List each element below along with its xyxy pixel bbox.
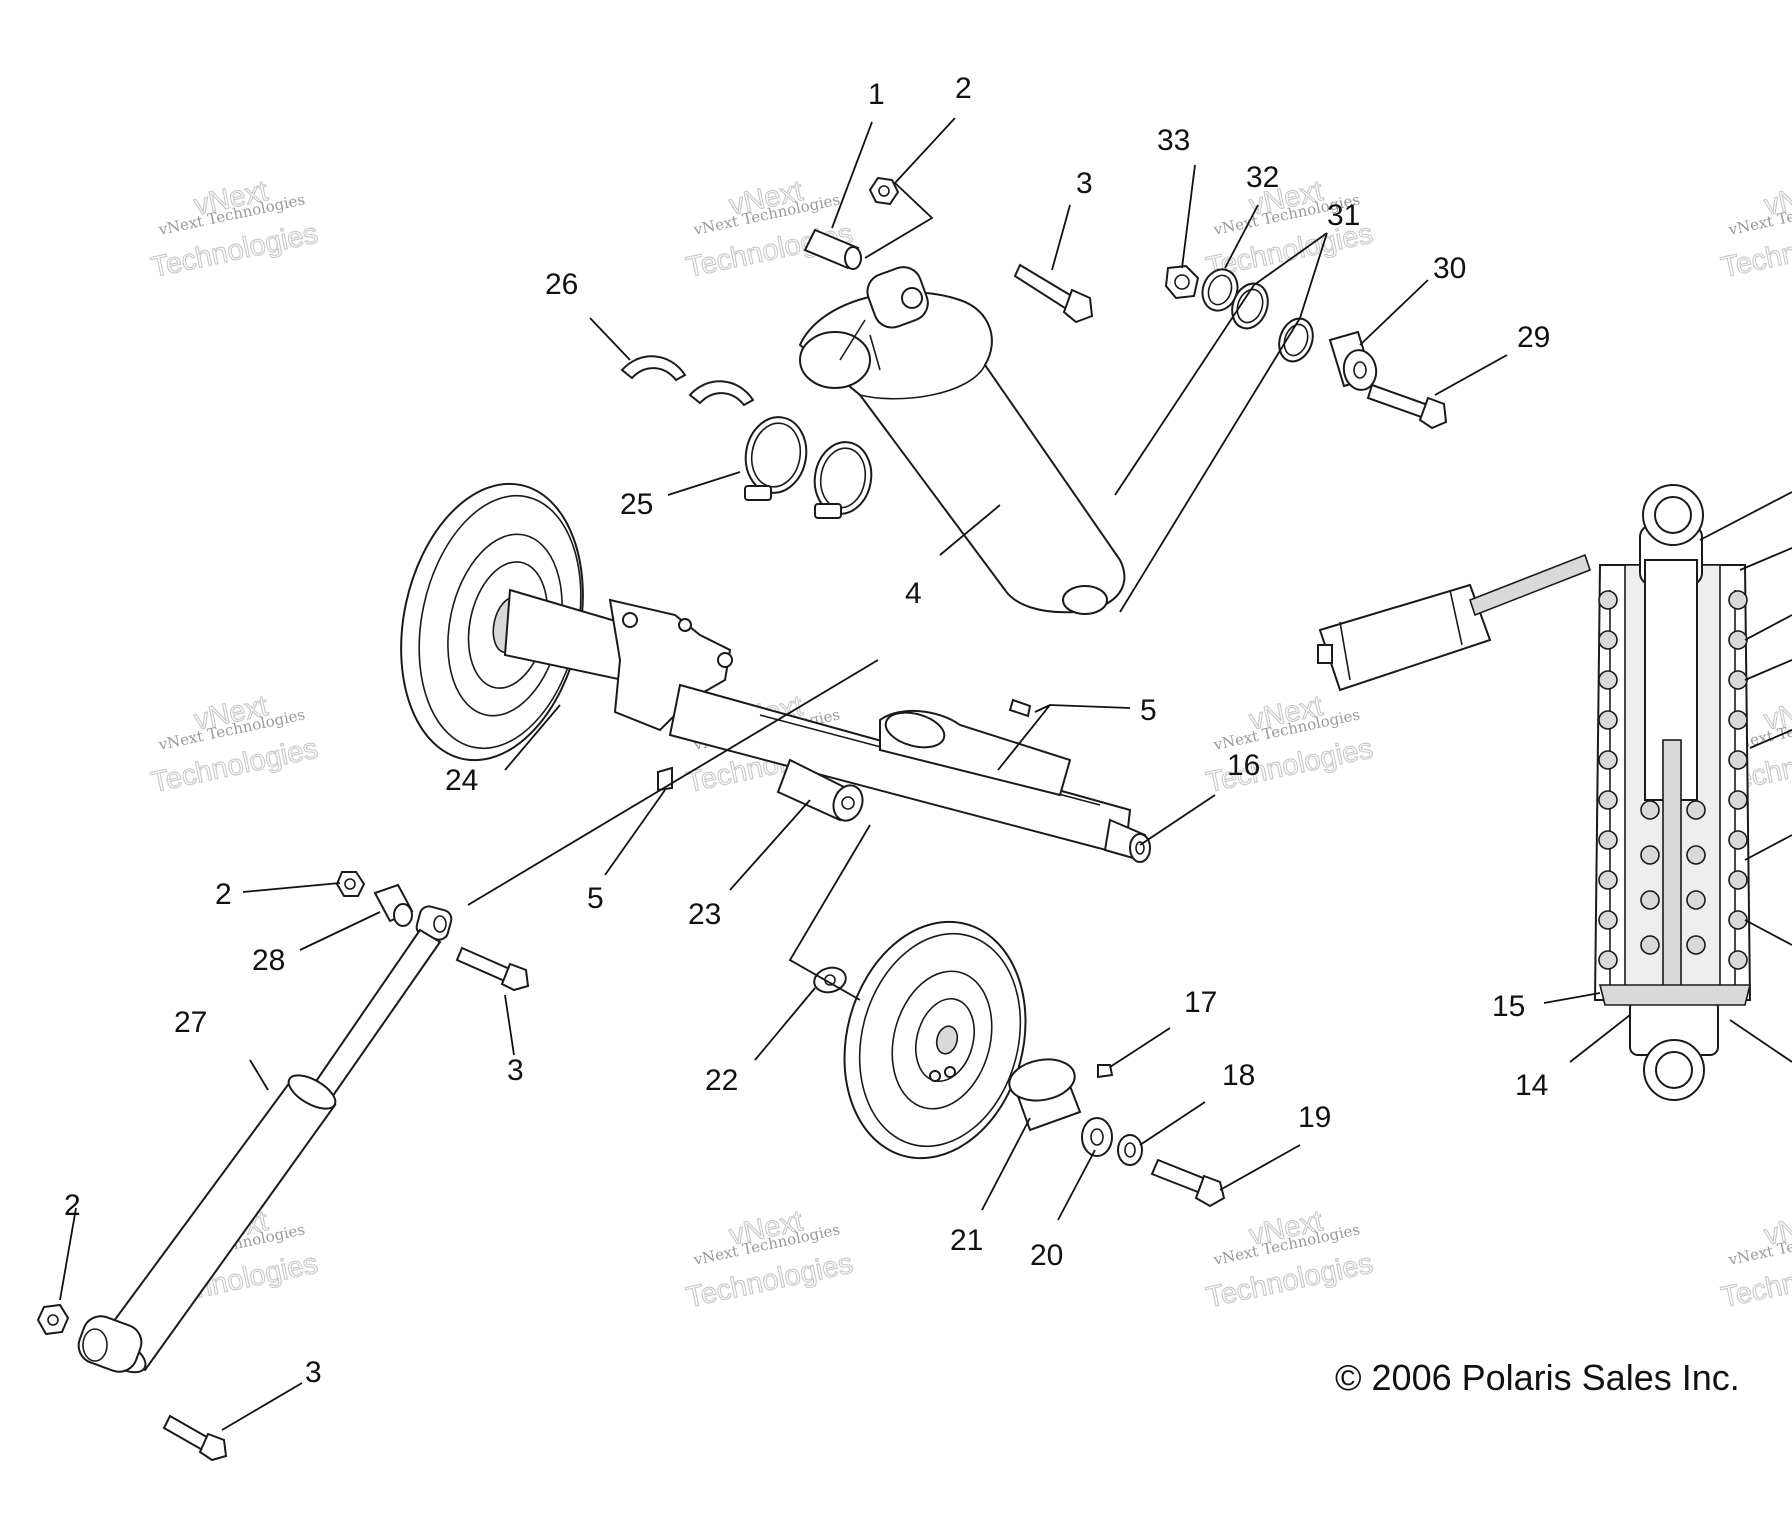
lower-shock-27 xyxy=(97,928,442,1374)
callout-2c: 2 xyxy=(64,1189,81,1222)
callout-25: 25 xyxy=(620,488,653,521)
bracket xyxy=(608,598,733,732)
watermark: vNext vNext Technologies Technologies xyxy=(1203,690,1376,800)
washer-22 xyxy=(813,966,847,994)
nut-2-top xyxy=(868,176,900,206)
nut-2-bottom xyxy=(36,1303,70,1336)
clamp-25b xyxy=(813,441,873,519)
bushing-1 xyxy=(803,228,862,270)
watermark: vNext vNext Technologies Technologies xyxy=(683,1205,856,1315)
callout-27: 27 xyxy=(174,1006,207,1039)
swing-arm-16 xyxy=(668,683,1151,863)
ring-31a xyxy=(1231,282,1269,330)
callout-24: 24 xyxy=(445,764,478,797)
callout-16: 16 xyxy=(1227,749,1260,782)
callout-5b: 5 xyxy=(587,882,604,915)
callout-17: 17 xyxy=(1184,986,1217,1019)
callout-15: 15 xyxy=(1492,990,1525,1023)
spacer-21 xyxy=(1008,1058,1082,1132)
callout-3b: 3 xyxy=(507,1054,524,1087)
bushing-28 xyxy=(373,883,414,927)
callout-14: 14 xyxy=(1515,1069,1548,1102)
top-shock-body xyxy=(798,291,1126,615)
callout-20: 20 xyxy=(1030,1239,1063,1272)
coilover-shock xyxy=(1593,484,1752,1101)
callouts: 1 2 3 33 32 31 26 30 29 25 4 5 16 24 2 2… xyxy=(64,72,1550,1389)
ring-31b xyxy=(1278,317,1314,363)
washer-20 xyxy=(1081,1117,1113,1157)
bolt-19 xyxy=(1150,1158,1226,1208)
watermark: vNext vNext Technologies Technologies xyxy=(1718,175,1792,285)
callout-21: 21 xyxy=(950,1224,983,1257)
callout-18: 18 xyxy=(1222,1059,1255,1092)
callout-29: 29 xyxy=(1517,321,1550,354)
grease-fitting-5a xyxy=(1008,698,1032,718)
nut-33 xyxy=(1164,264,1200,300)
leader-lines xyxy=(59,117,1792,1431)
callout-2b: 2 xyxy=(215,878,232,911)
bolt-3-mid xyxy=(455,946,530,992)
clamp-25a xyxy=(744,416,808,501)
callout-28: 28 xyxy=(252,944,285,977)
washer-18 xyxy=(1117,1134,1143,1166)
bolt-3-bottom xyxy=(162,1414,228,1462)
copyright-notice: © 2006 Polaris Sales Inc. xyxy=(1335,1357,1740,1398)
callout-30: 30 xyxy=(1433,252,1466,285)
callout-1: 1 xyxy=(868,78,885,111)
callout-31: 31 xyxy=(1327,199,1360,232)
watermark: vNext vNext Technologies Technologies xyxy=(148,175,321,285)
watermark: vNext vNext Technologies Technologies xyxy=(1718,1205,1792,1315)
callout-3: 3 xyxy=(1076,167,1093,200)
idler-wheel-small xyxy=(843,920,1027,1160)
nut-2-mid xyxy=(335,871,366,897)
set-screw-17 xyxy=(1097,1064,1114,1079)
bolt-29 xyxy=(1366,383,1448,430)
callout-2: 2 xyxy=(955,72,972,105)
callout-33: 33 xyxy=(1157,124,1190,157)
callout-23: 23 xyxy=(688,898,721,931)
callout-5a: 5 xyxy=(1140,694,1157,727)
reservoir-canister xyxy=(1317,553,1591,692)
eyelet-top xyxy=(839,266,929,371)
callout-32: 32 xyxy=(1246,161,1279,194)
callout-26: 26 xyxy=(545,268,578,301)
eyelet-lower-bottom xyxy=(77,1315,143,1373)
clip-26b xyxy=(688,380,755,407)
callout-4: 4 xyxy=(905,577,922,610)
callout-3c: 3 xyxy=(305,1356,322,1389)
bushing-23 xyxy=(776,758,864,822)
clip-26a xyxy=(620,355,687,382)
spacer-30 xyxy=(1328,330,1378,391)
watermark: vNext vNext Technologies Technologies xyxy=(1203,1205,1376,1315)
watermark: vNext vNext Technologies Technologies xyxy=(683,175,856,285)
watermark: vNext vNext Technologies Technologies xyxy=(148,690,321,800)
callout-22: 22 xyxy=(705,1064,738,1097)
bolt-3-top xyxy=(1013,263,1094,324)
callout-19: 19 xyxy=(1298,1101,1331,1134)
